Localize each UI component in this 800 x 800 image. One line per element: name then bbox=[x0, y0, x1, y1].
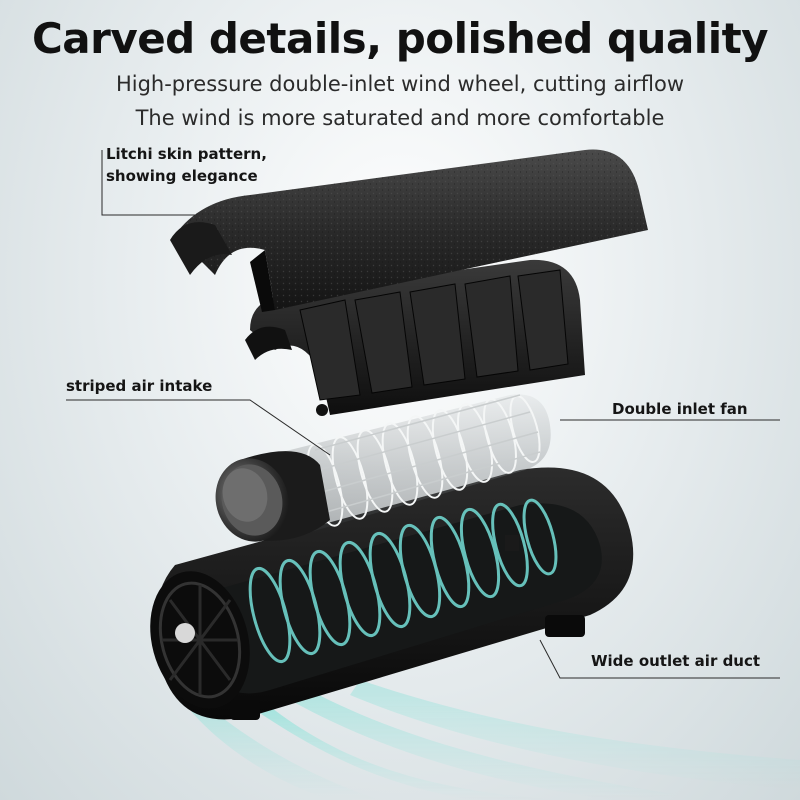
fan-housing bbox=[150, 467, 634, 720]
subheadline-line2: The wind is more saturated and more comf… bbox=[135, 106, 665, 130]
callout-double-inlet-fan: Double inlet fan bbox=[612, 400, 748, 418]
subheadline-line1: High-pressure double-inlet wind wheel, c… bbox=[115, 72, 685, 96]
callout-wide-outlet: Wide outlet air duct bbox=[591, 652, 761, 670]
headline: Carved details, polished quality bbox=[31, 14, 769, 63]
callout-litchi-line2: showing elegance bbox=[106, 167, 258, 185]
leader-lines bbox=[66, 150, 780, 679]
ribbed-cover bbox=[245, 259, 585, 416]
fan-cage bbox=[215, 394, 551, 542]
callout-striped-intake: striped air intake bbox=[66, 377, 213, 395]
callout-litchi-line1: Litchi skin pattern, bbox=[106, 145, 267, 163]
callout-litchi: Litchi skin pattern, showing elegance bbox=[106, 143, 326, 187]
litchi-cover bbox=[170, 149, 648, 312]
